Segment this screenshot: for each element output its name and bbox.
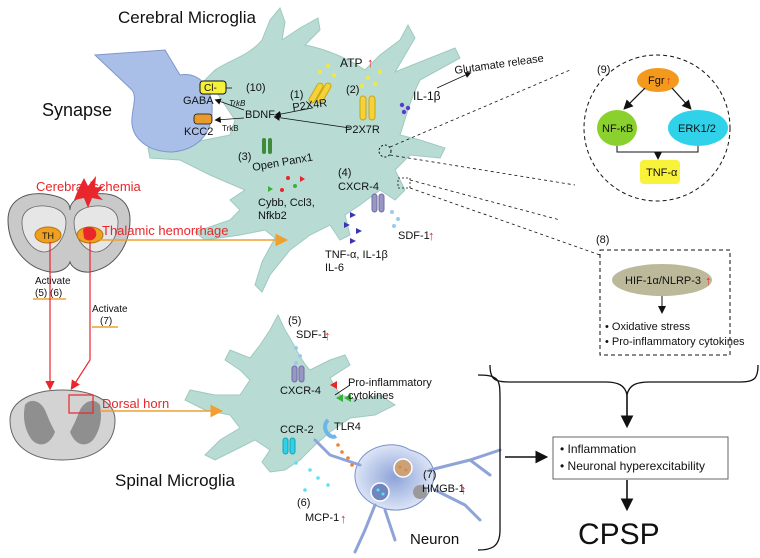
hif-node bbox=[612, 264, 712, 296]
cxcr4-cerebral-receptor bbox=[371, 193, 385, 213]
ccr2-receptor bbox=[282, 437, 296, 455]
th-label: TH bbox=[42, 231, 54, 241]
atp-up-arrow: ↑ bbox=[367, 55, 374, 70]
erk-label: ERK1/2 bbox=[678, 123, 716, 135]
cl-channel bbox=[199, 80, 227, 95]
fgr-node bbox=[637, 68, 679, 92]
step-5-label: (5) bbox=[288, 315, 301, 327]
il1b-label: IL-1β bbox=[413, 89, 441, 103]
p2x4r-receptor bbox=[308, 82, 332, 104]
synapse-title: Synapse bbox=[42, 100, 112, 120]
step-9-label: (9) bbox=[597, 64, 610, 76]
panx1-channel bbox=[262, 138, 272, 154]
il6-label: IL-6 bbox=[325, 262, 344, 274]
p2x4r-label: P2X4R bbox=[292, 97, 328, 114]
hmgb1-molecules bbox=[336, 443, 354, 467]
hyperexcit-label: • Neuronal hyperexcitability bbox=[560, 459, 705, 473]
kcc2-label: KCC2 bbox=[184, 126, 213, 138]
mcp1-label: MCP-1 bbox=[305, 512, 339, 524]
atp-label: ATP bbox=[340, 56, 362, 70]
fgr-up: ↑ bbox=[666, 75, 672, 87]
sdf1-cerebral-label: SDF-1 bbox=[398, 230, 430, 242]
activate-nums-1: (5) (6) bbox=[35, 288, 62, 299]
neuron-label: Neuron bbox=[410, 531, 459, 548]
erk-node bbox=[668, 110, 728, 146]
tnf-il1b-label: TNF-α, IL-1β bbox=[325, 249, 388, 261]
oxidative-label: • Oxidative stress bbox=[605, 321, 691, 333]
thalamic-hemorrhage-label: Thalamic hemorrhage bbox=[102, 223, 228, 238]
step-4-label: (4) bbox=[338, 167, 351, 179]
glutamate-label: Glutamate release bbox=[454, 53, 545, 77]
step-8-label: (8) bbox=[596, 234, 609, 246]
nfkb-label: NF-κB bbox=[602, 123, 633, 135]
panx1-molecules bbox=[268, 176, 305, 192]
sdf1-cerebral-molecules bbox=[390, 210, 400, 228]
neuron-bracket bbox=[477, 374, 501, 551]
cerebral-microglia-cell bbox=[147, 7, 461, 293]
cerebral-microglia-title: Cerebral Microglia bbox=[118, 8, 256, 27]
fgr-label: Fgr bbox=[648, 75, 665, 87]
cxcr4-cerebral-label: CXCR-4 bbox=[338, 181, 379, 193]
cpsp-label: CPSP bbox=[578, 518, 660, 551]
sdf1-spinal-molecules bbox=[294, 346, 302, 365]
p2x7r-receptor bbox=[359, 95, 376, 121]
step-2-label: (2) bbox=[346, 84, 359, 96]
sdf1-spinal-up: ↑ bbox=[324, 328, 331, 343]
kcc2-transporter bbox=[193, 113, 213, 125]
glutamate-arrow bbox=[436, 72, 472, 89]
hif-label: HIF-1α/NLRP-3 bbox=[625, 275, 701, 287]
hmgb1-up: ↑ bbox=[460, 482, 467, 497]
ccr2-label: CCR-2 bbox=[280, 424, 314, 436]
upper-bracket bbox=[489, 364, 759, 396]
pathway-9-circle bbox=[583, 54, 731, 202]
trkb-label-2: TrkB bbox=[222, 124, 239, 133]
bdnf-label: BDNF bbox=[245, 109, 275, 121]
nfkb-node bbox=[597, 110, 637, 146]
hif-up: ↑ bbox=[705, 273, 712, 288]
proinflam-triangles bbox=[330, 381, 351, 402]
cl-label: Cl- bbox=[204, 83, 217, 94]
tnfa-box bbox=[640, 160, 680, 184]
activate-nums-2: (7) bbox=[100, 316, 112, 327]
spinal-cord-section bbox=[9, 389, 116, 461]
cybb-label-1: Cybb, Ccl3, bbox=[258, 197, 315, 209]
outcome-box bbox=[552, 436, 729, 480]
sdf1-spinal-label: SDF-1 bbox=[296, 329, 328, 341]
inflammation-label: • Inflammation bbox=[560, 442, 636, 456]
step-6-label: (6) bbox=[297, 497, 310, 509]
il1b-molecules bbox=[399, 102, 411, 115]
proinflam-label-1: Pro-inflammatory bbox=[348, 377, 432, 389]
step-7-label: (7) bbox=[423, 469, 436, 481]
tnfa-label: TNF-α bbox=[646, 167, 678, 179]
gaba-label: GABA bbox=[183, 95, 214, 107]
atp-molecules bbox=[318, 64, 382, 88]
cxcr4-spinal-receptor bbox=[291, 365, 305, 383]
proinflam-8-label: • Pro-inflammatory cytokines bbox=[605, 336, 745, 348]
hmgb1-label: HMGB-1 bbox=[422, 483, 465, 495]
tlr4-label: TLR4 bbox=[334, 421, 361, 433]
p2x7r-label: P2X7R bbox=[345, 124, 380, 136]
neuron bbox=[313, 438, 502, 554]
cerebral-ischemia-label: Cerebral ischemia bbox=[36, 179, 142, 194]
activate-label-2: Activate bbox=[92, 304, 128, 315]
step-10-label: (10) bbox=[246, 82, 266, 94]
sdf1-cerebral-up: ↑ bbox=[428, 228, 435, 243]
trkb-label-1: TrkB bbox=[229, 99, 246, 108]
step-1-label: (1) bbox=[290, 89, 303, 101]
activate-label-1: Activate bbox=[35, 276, 71, 287]
tlr4-receptor bbox=[323, 418, 338, 439]
dorsal-horn-label: Dorsal horn bbox=[102, 396, 169, 411]
mcp1-up: ↑ bbox=[340, 511, 347, 526]
cybb-label-2: Nfkb2 bbox=[258, 210, 287, 222]
mcp1-molecules bbox=[294, 461, 330, 492]
spinal-microglia-title: Spinal Microglia bbox=[115, 471, 236, 490]
cytokine-triangles bbox=[344, 212, 362, 244]
proinflam-label-2: cytokines bbox=[348, 390, 394, 402]
cxcr4-spinal-label: CXCR-4 bbox=[280, 385, 321, 397]
step-3-label: (3) bbox=[238, 151, 251, 163]
